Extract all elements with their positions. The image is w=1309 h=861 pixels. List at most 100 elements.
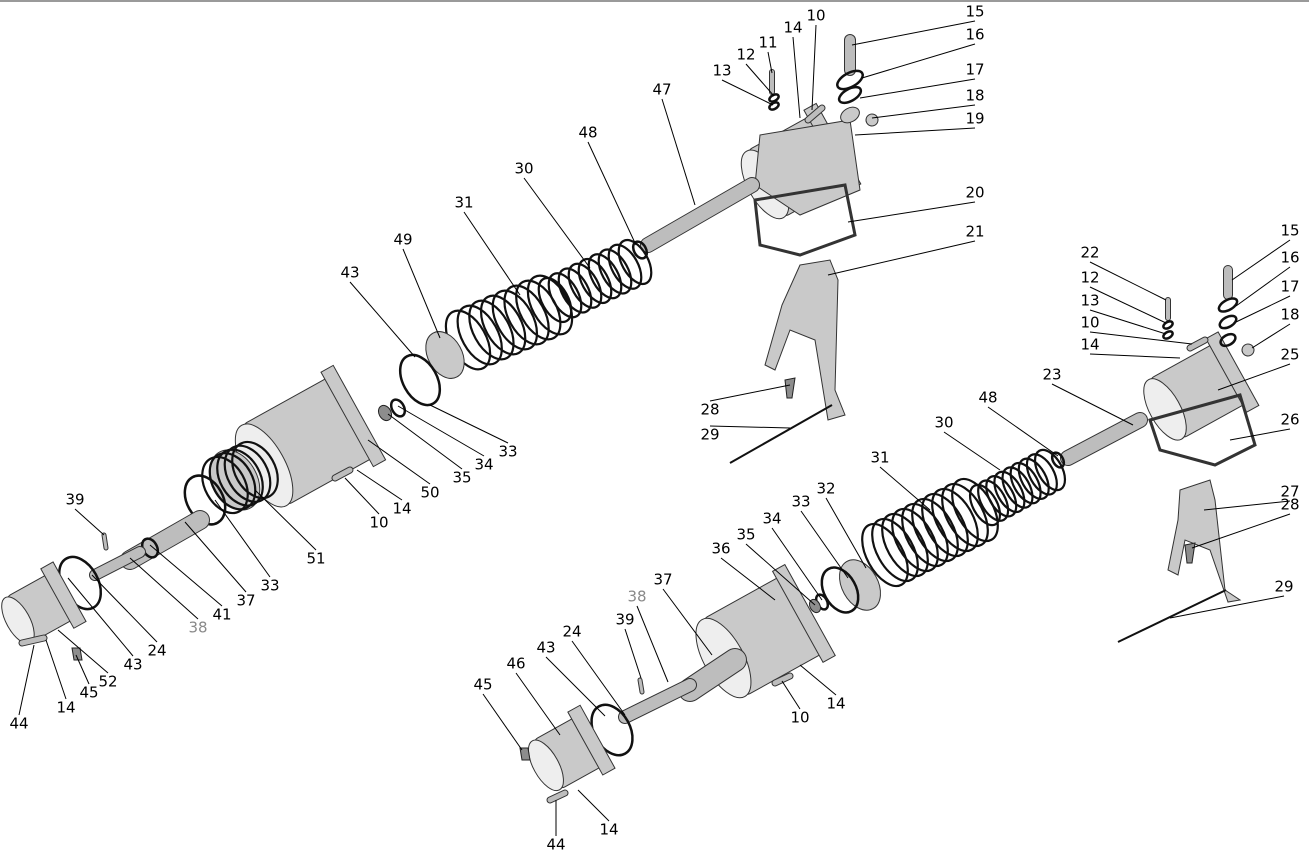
part-label-13: 13 — [712, 62, 731, 80]
spring-coil — [968, 483, 1002, 527]
leader-line — [859, 78, 976, 99]
part-label-14: 14 — [826, 695, 845, 713]
part-label-31: 31 — [454, 194, 473, 212]
leader-line — [129, 557, 199, 620]
part-label-15: 15 — [965, 3, 984, 21]
spring-coil — [567, 262, 603, 309]
right-selector-housing — [1143, 331, 1260, 441]
top-bolt-10 — [332, 467, 353, 481]
leader-line — [767, 51, 773, 74]
leader-line — [1191, 513, 1291, 549]
right-ring-17b — [1219, 332, 1237, 348]
top-pin-28 — [784, 377, 796, 399]
leader-line — [1217, 363, 1291, 391]
top-cover-52-flange — [40, 561, 87, 629]
part-label-35: 35 — [736, 526, 755, 544]
right-ring-17 — [1218, 314, 1238, 330]
part-label-24: 24 — [147, 642, 166, 660]
spring-coil — [901, 502, 949, 568]
leader-line — [184, 521, 247, 593]
leader-line — [577, 789, 610, 822]
top-ring-48 — [631, 240, 649, 260]
leader-line — [515, 672, 561, 736]
part-label-41: 41 — [212, 606, 231, 624]
right-pin-39 — [638, 678, 644, 694]
part-label-20: 20 — [965, 184, 984, 202]
spring-coil — [223, 444, 272, 503]
part-label-17: 17 — [1280, 278, 1299, 296]
leader-lines — [18, 20, 1291, 836]
top-plug-18 — [865, 113, 879, 127]
spring-coil — [951, 477, 999, 543]
part-label-31: 31 — [870, 449, 889, 467]
part-label-14: 14 — [56, 699, 75, 717]
top-washer-13 — [768, 101, 780, 111]
spring-coil — [891, 507, 939, 573]
top-ring-33 — [183, 474, 227, 526]
spring-coil — [587, 253, 623, 300]
right-bolt-44 — [547, 790, 568, 803]
spring-coil — [201, 455, 249, 515]
top-rod-24 — [90, 547, 145, 580]
leader-line — [402, 248, 441, 339]
part-label-29: 29 — [700, 426, 719, 444]
right-selector-housing-bore — [1143, 378, 1187, 441]
leader-line — [811, 24, 817, 111]
part-label-21: 21 — [965, 223, 984, 241]
leader-line — [482, 693, 523, 751]
leader-line — [792, 36, 801, 119]
leader-line — [709, 384, 791, 402]
part-label-10: 10 — [806, 7, 825, 25]
part-label-27: 27 — [1280, 483, 1299, 501]
right-ring-16 — [1217, 297, 1239, 313]
leader-line — [854, 127, 976, 136]
top-washer-34 — [389, 398, 407, 418]
spring-coil — [557, 267, 593, 314]
part-label-44: 44 — [9, 715, 28, 733]
parts-layer — [1, 34, 1260, 804]
right-piston-rod-37 — [679, 649, 746, 701]
part-label-45: 45 — [473, 676, 492, 694]
right-pin-28 — [1184, 542, 1196, 564]
leader-line — [1229, 428, 1291, 441]
right-bolt-10 — [772, 673, 793, 686]
part-label-34: 34 — [762, 510, 781, 528]
part-label-51: 51 — [306, 550, 325, 568]
part-label-32: 32 — [816, 480, 835, 498]
top-rod-47 — [641, 178, 759, 252]
part-label-34: 34 — [474, 456, 493, 474]
spring-coil — [515, 279, 562, 341]
spring-coil — [941, 482, 989, 548]
spring-coil — [503, 284, 550, 346]
right-plug-45 — [519, 747, 531, 761]
leader-line — [624, 628, 642, 679]
top-nut-35 — [377, 404, 393, 422]
top-plug-45 — [71, 647, 83, 661]
part-label-30: 30 — [514, 160, 533, 178]
leader-line — [847, 201, 976, 223]
leader-line — [781, 680, 801, 710]
top-piston-49 — [425, 331, 465, 379]
top-ring-16 — [836, 69, 864, 91]
top-bolt-44 — [19, 635, 47, 646]
part-label-11: 11 — [758, 34, 777, 52]
part-label-16: 16 — [1280, 249, 1299, 267]
leader-line — [587, 141, 637, 246]
part-label-33: 33 — [498, 443, 517, 461]
part-label-10: 10 — [1080, 314, 1099, 332]
spring-coil — [597, 248, 633, 295]
part-label-14: 14 — [599, 821, 618, 839]
leader-line — [861, 43, 976, 79]
right-cover-46-flange — [567, 704, 616, 776]
right-washer-12 — [1162, 320, 1174, 330]
leader-line — [74, 508, 105, 536]
leader-line — [1089, 353, 1181, 359]
spring-coil — [577, 257, 613, 305]
spring-coil — [1001, 466, 1034, 509]
part-label-28: 28 — [700, 401, 719, 419]
spring-coil — [881, 512, 929, 578]
leader-line — [636, 605, 669, 683]
top-ring-43 — [398, 353, 442, 407]
leader-line — [871, 104, 976, 119]
leader-line — [879, 466, 931, 511]
